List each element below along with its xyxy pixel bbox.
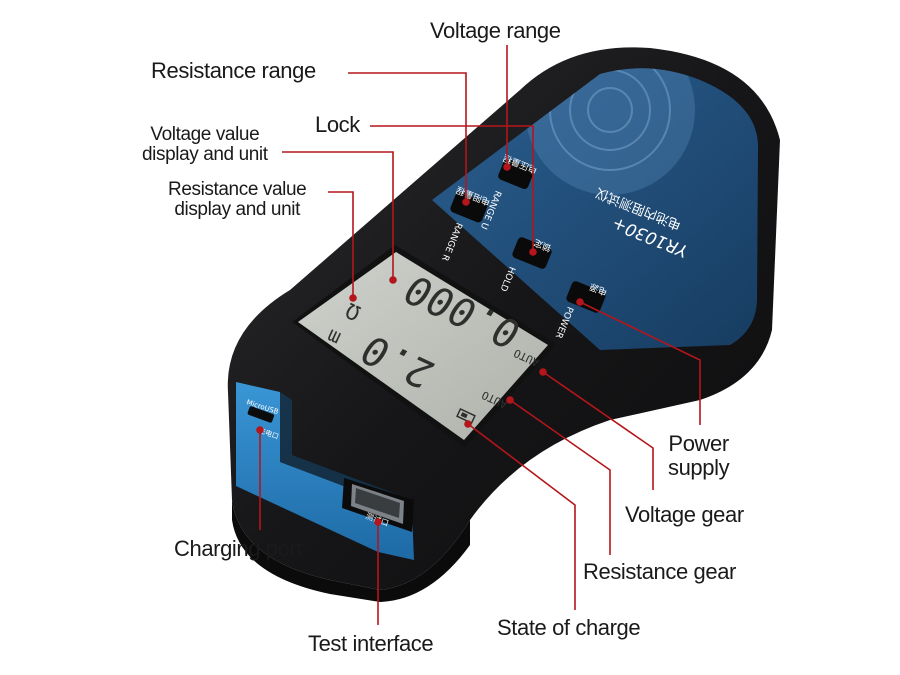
leader-lock: [370, 125, 534, 250]
label-charging-port: Charging port: [174, 536, 303, 561]
label-resistance-value-display: Resistance value display and unit: [168, 179, 307, 220]
battery-icon: [456, 407, 476, 425]
test-port[interactable]: 测试口: [342, 478, 414, 532]
control-panel: 电池内阻测试仪 YR1030+: [432, 68, 759, 350]
label-power-supply: Power supply: [668, 431, 730, 480]
leader-resistance-value: [328, 191, 354, 296]
label-resistance-range: Resistance range: [151, 58, 316, 83]
leader-state-of-charge: [467, 423, 576, 610]
label-lock: Lock: [315, 112, 360, 137]
leader-power-supply: [579, 301, 701, 425]
label-voltage-range: Voltage range: [430, 18, 561, 43]
label-voltage-value-display: Voltage value display and unit: [142, 124, 268, 165]
leader-lines: [256, 45, 701, 625]
label-test-interface: Test interface: [308, 631, 434, 656]
leader-resistance-gear: [509, 399, 611, 555]
label-state-of-charge: State of charge: [497, 615, 641, 640]
leader-voltage-value: [282, 151, 394, 278]
label-voltage-gear: Voltage gear: [625, 502, 744, 527]
leader-voltage-gear: [542, 371, 654, 490]
leader-resistance-range: [348, 72, 467, 200]
label-resistance-gear: Resistance gear: [583, 559, 736, 584]
